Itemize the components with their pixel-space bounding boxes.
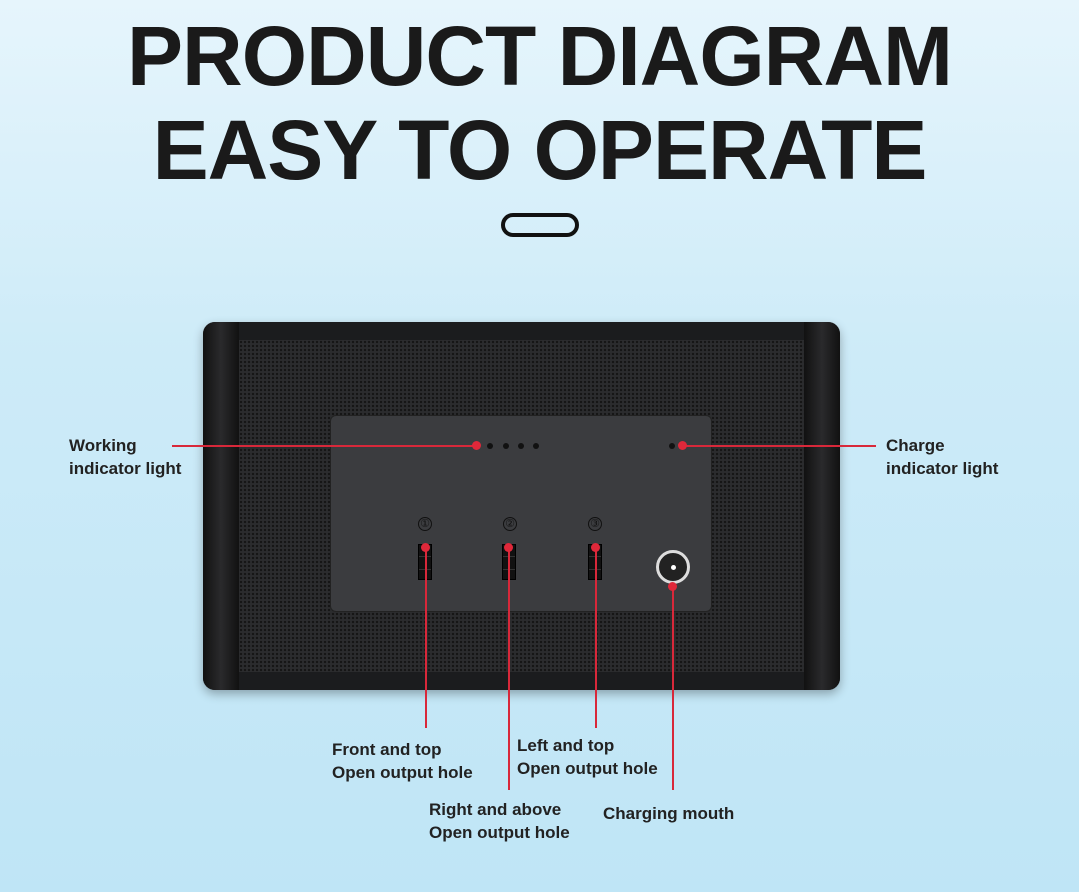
title-line-2: EASY TO OPERATE — [152, 103, 928, 197]
port-number-2: ② — [503, 517, 517, 531]
label-line: indicator light — [69, 459, 182, 478]
callout-line-right — [508, 548, 510, 790]
label-working-indicator: Working indicator light — [69, 434, 181, 480]
label-line: Working — [69, 436, 137, 455]
callout-dot — [472, 441, 481, 450]
indicator-led — [518, 443, 524, 449]
callout-dot — [668, 582, 677, 591]
left-end-cap — [203, 322, 239, 690]
label-charge-indicator: Charge indicator light — [886, 434, 998, 480]
port-number-1: ① — [418, 517, 432, 531]
callout-line-front — [425, 548, 427, 728]
callout-line-charge — [682, 445, 876, 447]
callout-dot — [421, 543, 430, 552]
charge-led — [669, 443, 675, 449]
label-line: Open output hole — [429, 823, 570, 842]
label-line: Open output hole — [517, 759, 658, 778]
port-number-3: ③ — [588, 517, 602, 531]
callout-dot — [678, 441, 687, 450]
right-end-cap — [804, 322, 840, 690]
label-line: indicator light — [886, 459, 999, 478]
callout-dot — [504, 543, 513, 552]
charging-port — [656, 550, 690, 584]
title-line-1: PRODUCT DIAGRAM — [127, 9, 953, 103]
indicator-led — [487, 443, 493, 449]
indicator-led — [533, 443, 539, 449]
label-line: Charge — [886, 436, 945, 455]
callout-dot — [591, 543, 600, 552]
label-charging-mouth: Charging mouth — [603, 804, 735, 823]
label-line: Front and top — [332, 740, 442, 759]
callout-line-charging — [672, 586, 674, 790]
label-line: Right and above — [429, 800, 562, 819]
callout-line-left — [595, 548, 597, 728]
label-line: Left and top — [517, 736, 615, 755]
label-line: Open output hole — [332, 763, 473, 782]
indicator-led — [503, 443, 509, 449]
callout-line-working — [172, 445, 476, 447]
usb-c-port-icon — [501, 213, 579, 237]
